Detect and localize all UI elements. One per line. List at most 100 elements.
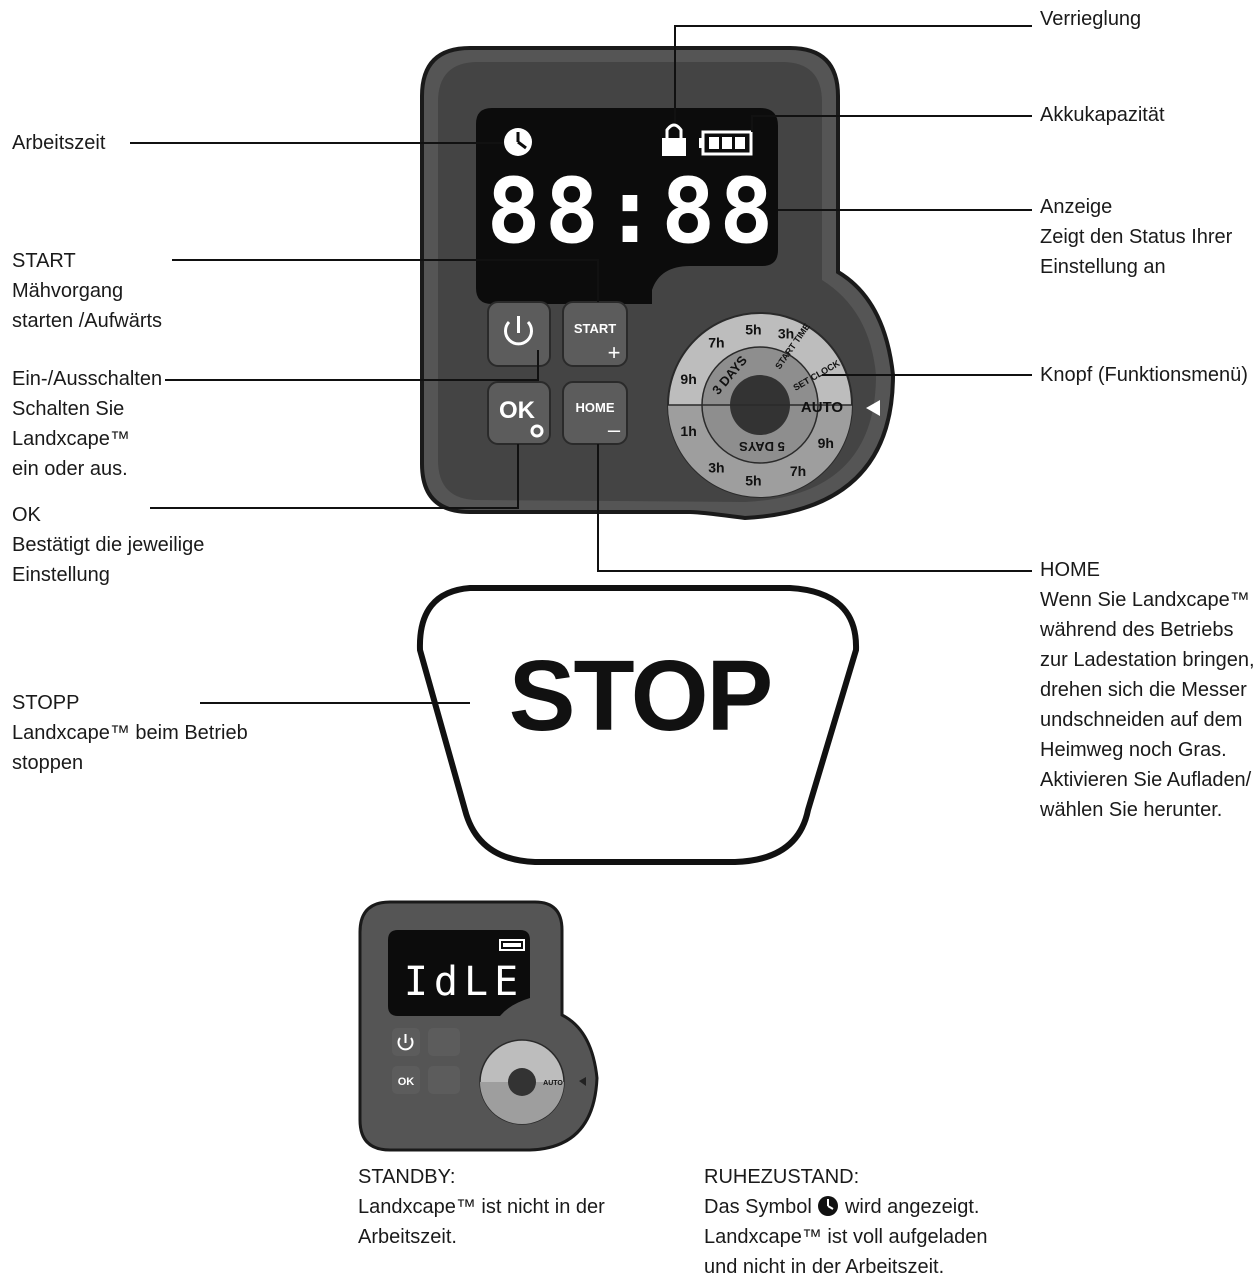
callout-home-line: undschneiden auf dem [1040, 709, 1243, 731]
callout-home-line: während des Betriebs [1040, 619, 1234, 641]
standby-start-button [428, 1028, 460, 1056]
minus-icon: – [608, 417, 621, 442]
leader-power [165, 350, 539, 381]
standby-power-button [392, 1028, 420, 1056]
callout-power-title: Ein-/Ausschalten [12, 368, 163, 390]
dial-auto-label: AUTO [801, 399, 844, 416]
callout-home-line: zur Ladestation bringen, [1040, 649, 1253, 671]
start-button[interactable]: START + [562, 301, 628, 367]
leader-home [597, 444, 1032, 572]
callout-ok-line: Einstellung [12, 564, 110, 586]
callout-arbeitszeit: Arbeitszeit [12, 128, 105, 158]
ruhe-caption-line: Das Symbol wird angezeigt. [704, 1192, 988, 1222]
callout-stopp: STOPP Landxcape™ beim Betrieb stoppen [12, 688, 248, 778]
stop-button[interactable]: STOP [416, 585, 860, 865]
callout-start-line: starten /Aufwärts [12, 310, 163, 332]
standby-battery-icon [499, 939, 525, 951]
callout-start-title: START [12, 250, 76, 272]
dial-hour-label: 5h [745, 473, 761, 489]
callout-power: Ein-/Ausschalten Schalten Sie Landxcape™… [12, 364, 162, 484]
callout-power-line: Landxcape™ [12, 428, 130, 450]
dial-hour-label: 5h [745, 321, 761, 337]
standby-display-text: IdLE [404, 959, 524, 1005]
dial-hour-label: 1h [680, 423, 696, 439]
control-panel: 88:88 START + OK HOME – [420, 46, 896, 521]
home-button[interactable]: HOME – [562, 381, 628, 445]
ruhe-caption-line: und nicht in der Arbeitszeit. [704, 1256, 945, 1278]
standby-home-button [428, 1066, 460, 1094]
callout-home-line: wählen Sie herunter. [1040, 799, 1223, 821]
dial-hour-labels: 3h 5h 7h 9h 1h 3h 5h 7h 9h [680, 321, 834, 488]
callout-akku: Akkukapazität [1040, 100, 1165, 130]
ruhe-caption-line: Landxcape™ ist voll aufgeladen [704, 1226, 988, 1248]
start-button-label: START [574, 321, 616, 336]
ruhe-caption-text-a: Das Symbol [704, 1196, 812, 1218]
standby-caption-line: Arbeitszeit. [358, 1226, 457, 1248]
callout-arbeitszeit-text: Arbeitszeit [12, 132, 106, 154]
callout-home-line: Heimweg noch Gras. [1040, 739, 1227, 761]
callout-home-line: drehen sich die Messer [1040, 679, 1247, 701]
dial-hour-label: 7h [708, 335, 724, 351]
callout-akku-text: Akkukapazität [1040, 104, 1165, 126]
dial-pointer-icon [866, 400, 880, 416]
standby-caption-title: STANDBY: [358, 1166, 456, 1188]
standby-dial-pointer-icon [579, 1077, 586, 1086]
callout-ok-line: Bestätigt die jeweilige [12, 534, 205, 556]
callout-anzeige: Anzeige Zeigt den Status Ihrer Einstellu… [1040, 192, 1232, 282]
callout-home: HOME Wenn Sie Landxcape™ während des Bet… [1040, 555, 1253, 825]
dial-hour-label: 3h [708, 459, 724, 475]
callout-ok: OK Bestätigt die jeweilige Einstellung [12, 500, 204, 590]
ruhe-caption-text-b: wird angezeigt. [844, 1196, 980, 1218]
callout-knopf: Knopf (Funktionsmenü) [1040, 360, 1248, 390]
callout-knopf-text: Knopf (Funktionsmenü) [1040, 364, 1248, 386]
leader-lines [130, 25, 1032, 704]
dial-hour-label: 9h [680, 371, 696, 387]
callout-verrieglung: Verrieglung [1040, 4, 1141, 34]
callout-verrieglung-text: Verrieglung [1040, 8, 1142, 30]
callout-power-line: Schalten Sie [12, 398, 125, 420]
power-button[interactable] [487, 301, 551, 367]
display-digits: 88:88 [487, 159, 778, 264]
lock-icon [662, 123, 686, 156]
standby-caption-line: Landxcape™ ist nicht in der [358, 1196, 605, 1218]
lcd-screen [476, 108, 778, 304]
leader-start [172, 259, 599, 302]
standby-panel: IdLE OK AUTO [358, 900, 599, 1152]
callout-home-title: HOME [1040, 559, 1100, 581]
power-icon [504, 316, 533, 346]
ruhe-caption-title: RUHEZUSTAND: [704, 1166, 860, 1188]
ok-button-label: OK [499, 397, 536, 424]
callout-stopp-title: STOPP [12, 692, 80, 714]
gear-icon [530, 424, 544, 438]
standby-dial: AUTO [479, 1039, 565, 1125]
dial-five-days-label: 5 DAYS [739, 439, 785, 454]
standby-dial-auto-label: AUTO [543, 1080, 563, 1087]
stop-label: STOP [509, 640, 771, 752]
leader-verrieglung [674, 25, 1032, 122]
plus-icon: + [608, 340, 621, 365]
callout-start-line: Mähvorgang [12, 280, 124, 302]
ok-button[interactable]: OK [487, 381, 551, 445]
callout-anzeige-line: Zeigt den Status Ihrer [1040, 226, 1233, 248]
home-button-label: HOME [576, 400, 615, 415]
standby-ok-button: OK [392, 1066, 420, 1094]
callout-home-line: Wenn Sie Landxcape™ [1040, 589, 1250, 611]
dial-hour-label: 7h [790, 463, 806, 479]
clock-icon [818, 1196, 839, 1216]
battery-icon [699, 130, 753, 156]
ruhe-caption: RUHEZUSTAND: Das Symbol wird angezeigt. … [704, 1162, 988, 1282]
leader-ok [150, 444, 519, 509]
standby-caption: STANDBY: Landxcape™ ist nicht in der Arb… [358, 1162, 605, 1252]
callout-stopp-line: Landxcape™ beim Betrieb [12, 722, 248, 744]
callout-ok-title: OK [12, 504, 41, 526]
standby-ok-label: OK [398, 1076, 415, 1088]
clock-icon [504, 128, 532, 156]
callout-anzeige-line: Einstellung an [1040, 256, 1166, 278]
function-dial[interactable]: AUTO SET CLOCK START TIME 3 DAYS 5 DAYS … [667, 312, 853, 498]
callout-anzeige-title: Anzeige [1040, 196, 1113, 218]
dial-hour-label: 9h [818, 435, 834, 451]
callout-start: START Mähvorgang starten /Aufwärts [12, 246, 162, 336]
callout-home-line: Aktivieren Sie Aufladen/ [1040, 769, 1252, 791]
dial-hour-label: 3h [778, 326, 794, 342]
